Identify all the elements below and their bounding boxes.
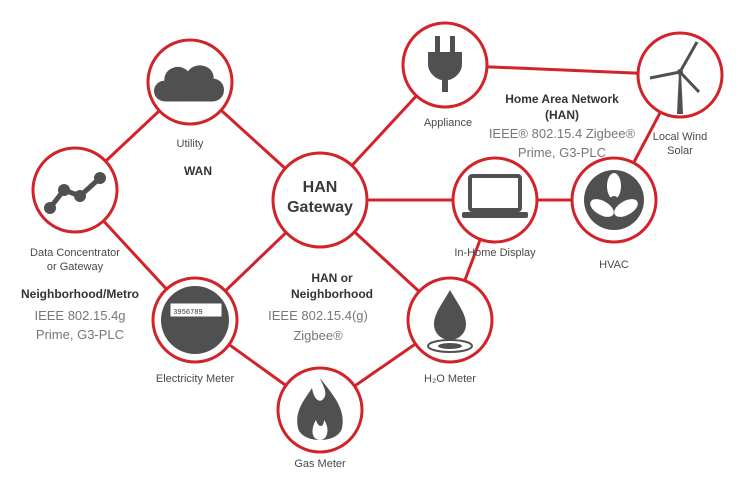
han-or-neighborhood-protocol-2: Zigbee® (293, 328, 343, 343)
node-electricity-meter[interactable]: 3956789 Electricity Meter (151, 276, 239, 385)
flame-icon (297, 378, 343, 440)
hvac-label: HVAC (599, 259, 629, 271)
neighborhood-metro-protocol-1: IEEE 802.15.4g (34, 308, 125, 323)
node-h2o-meter[interactable]: H₂O Meter (406, 276, 494, 385)
data-concentrator-label-line2: or Gateway (47, 261, 104, 273)
neighborhood-metro-title: Neighborhood/Metro (21, 287, 139, 301)
water-drop-icon (427, 290, 473, 353)
node-local-wind-solar[interactable]: Local Wind Solar (636, 31, 724, 157)
appliance-label: Appliance (424, 117, 472, 129)
node-in-home-display[interactable]: In-Home Display (451, 156, 539, 259)
local-wind-label-line1: Local Wind (653, 131, 707, 143)
han-gateway-label-line2: Gateway (287, 199, 353, 216)
han-gateway-label-line1: HAN (303, 179, 338, 196)
meter-reading: 3956789 (173, 309, 202, 317)
node-gas-meter[interactable]: Gas Meter (276, 366, 364, 470)
node-data-concentrator[interactable]: Data Concentrator or Gateway (30, 146, 120, 273)
connected-nodes-icon (44, 172, 106, 214)
in-home-display-label: In-Home Display (454, 247, 536, 259)
laptop-icon (462, 174, 528, 218)
home-area-network-title-2: (HAN) (545, 108, 579, 122)
han-or-neighborhood-protocol-1: IEEE 802.15.4(g) (268, 308, 368, 323)
h2o-meter-label: H₂O Meter (424, 373, 476, 385)
fan-icon (584, 170, 644, 230)
cloud-icon (154, 65, 224, 102)
wan-label: WAN (184, 164, 212, 178)
utility-label: Utility (177, 138, 204, 150)
node-utility[interactable]: Utility (146, 38, 234, 150)
node-han-gateway[interactable]: HAN Gateway (271, 151, 369, 249)
plug-icon (428, 36, 462, 92)
wind-turbine-icon (649, 41, 701, 114)
data-concentrator-label-line1: Data Concentrator (30, 247, 120, 259)
node-appliance[interactable]: Appliance (401, 21, 489, 129)
home-area-network-protocol-1: IEEE® 802.15.4 Zigbee® (489, 126, 636, 141)
home-area-network-protocol-2: Prime, G3-PLC (518, 145, 606, 160)
meter-display (169, 302, 223, 318)
neighborhood-metro-protocol-2: Prime, G3-PLC (36, 327, 124, 342)
han-or-neighborhood-title-1: HAN or (311, 271, 353, 285)
home-area-network-title-1: Home Area Network (505, 92, 619, 106)
local-wind-label-line2: Solar (667, 145, 693, 157)
electricity-meter-label: Electricity Meter (156, 373, 235, 385)
node-hvac[interactable]: HVAC (570, 156, 658, 271)
han-or-neighborhood-title-2: Neighborhood (291, 287, 373, 301)
gas-meter-label: Gas Meter (294, 458, 346, 470)
meter-dial-icon (161, 286, 229, 354)
